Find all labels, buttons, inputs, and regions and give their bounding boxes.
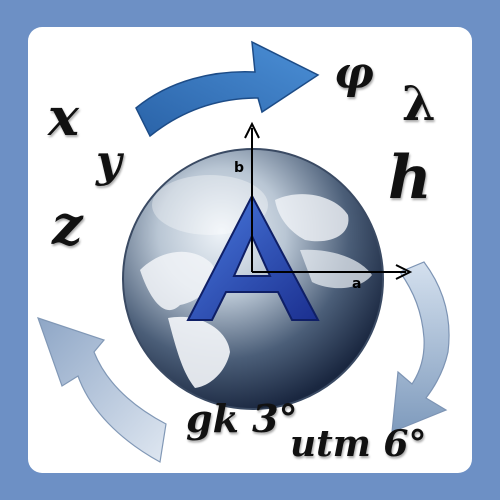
coord-h-label: h [388, 143, 432, 213]
axis-b-label: b [234, 160, 245, 176]
coord-y-label: y [96, 136, 122, 187]
utm-zone-label: utm 6° [290, 423, 427, 465]
arrow-bottom-left-icon [37, 317, 167, 463]
gk-zone-label: gk 3° [186, 396, 298, 441]
coord-phi-label: φ [334, 48, 374, 99]
axis-a-label: a [352, 276, 362, 292]
coord-lambda-label: λ [402, 76, 436, 132]
logo-a-icon [186, 193, 320, 321]
axis-icon [244, 121, 413, 280]
arrow-top-icon [135, 40, 320, 138]
coord-z-label: z [52, 193, 83, 257]
coord-x-label: x [48, 87, 80, 148]
arrow-right-icon [391, 261, 450, 433]
